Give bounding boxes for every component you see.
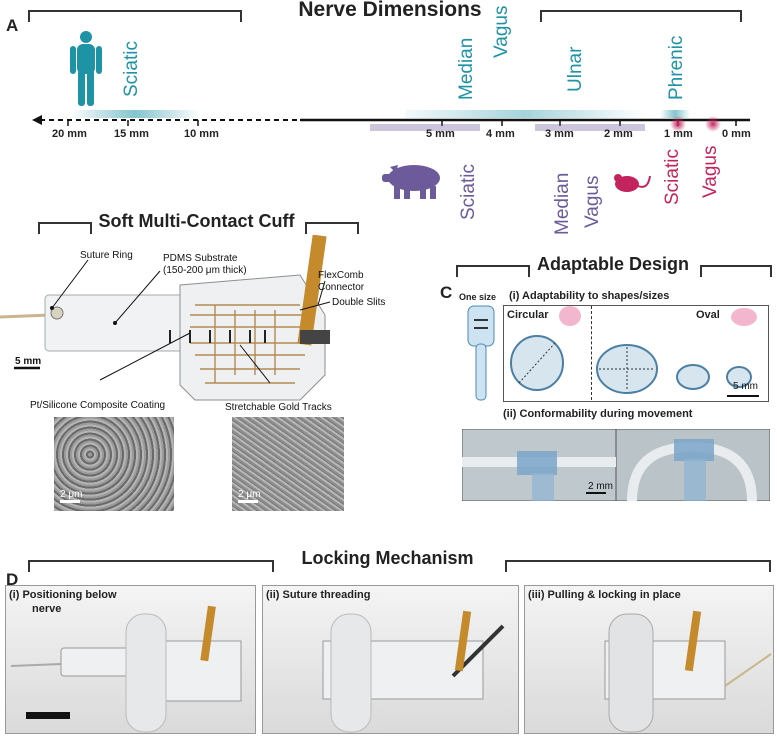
- b-bracket-left: [38, 222, 92, 234]
- movement-photos: [462, 429, 770, 501]
- step-3-drawing: [604, 610, 772, 733]
- adaptability-frame: [503, 305, 769, 402]
- flexcomb-label: FlexComb: [318, 270, 364, 281]
- oval-crosssection-icon: [731, 308, 757, 326]
- human-median-label: Median: [456, 37, 477, 100]
- c-divider: [591, 306, 592, 400]
- cuff-device-photo: [0, 235, 360, 425]
- title-bracket-left: [28, 10, 242, 22]
- step-1-label-2: nerve: [32, 603, 62, 615]
- tick-10mm: 10 mm: [184, 128, 219, 140]
- step-1-drawing: [10, 605, 242, 733]
- human-ulnar-label: Ulnar: [565, 46, 586, 92]
- connector-label: Connector: [318, 282, 365, 293]
- tick-5mm: 5 mm: [426, 128, 455, 140]
- panel-c-letter: C: [440, 283, 453, 302]
- pig-vagus-label: Vagus: [582, 175, 603, 228]
- suture-ring-label: Suture Ring: [80, 250, 133, 261]
- circular-label: Circular: [507, 309, 549, 321]
- shape-adaptation-photos: [510, 335, 759, 397]
- step-1-label: (i) Positioning below: [9, 589, 117, 601]
- pig-silhouette-icon: [382, 165, 440, 199]
- double-slits-label: Double Slits: [332, 297, 386, 308]
- coating-label: Pt/Silicone Composite Coating: [30, 400, 166, 411]
- c-bracket-left: [456, 265, 530, 277]
- human-phrenic-label: Phrenic: [666, 35, 687, 100]
- gold-tracks-label: Stretchable Gold Tracks: [225, 402, 332, 413]
- sem-image-tracks: [232, 417, 344, 511]
- adaptability-label: (i) Adaptability to shapes/sizes: [509, 290, 670, 302]
- nerve-dimensions-title: Nerve Dimensions: [298, 0, 482, 21]
- c-bracket-right: [700, 265, 772, 277]
- tick-20mm: 20 mm: [52, 128, 87, 140]
- dimension-axis: [32, 110, 750, 132]
- adaptable-design-title: Adaptable Design: [536, 254, 690, 274]
- conformability-label: (ii) Conformability during movement: [503, 408, 693, 420]
- d-bracket-left: [28, 560, 274, 572]
- tick-3mm: 3 mm: [545, 128, 574, 140]
- tick-15mm: 15 mm: [114, 128, 149, 140]
- human-silhouette-icon: [70, 31, 102, 106]
- pig-median-label: Median: [552, 172, 573, 235]
- circular-crosssection-icon: [559, 306, 581, 326]
- sem-scalebar-2: [238, 500, 258, 503]
- human-sciatic-label: Sciatic: [121, 41, 142, 97]
- title-bracket-right: [540, 10, 742, 22]
- step-2-drawing: [322, 610, 505, 733]
- locking-mechanism-title: Locking Mechanism: [301, 548, 474, 568]
- pdms-thickness-label: (150-200 μm thick): [163, 265, 247, 276]
- rat-vagus-label: Vagus: [700, 145, 721, 198]
- d-bracket-right: [505, 560, 771, 572]
- c-scale-bottom-label: 2 mm: [588, 481, 613, 492]
- oval-label: Oval: [696, 309, 720, 321]
- pdms-label: PDMS Substrate: [163, 253, 238, 264]
- b-bracket-right: [305, 222, 359, 234]
- rat-sciatic-label: Sciatic: [662, 149, 683, 205]
- sem-image-coating: [54, 417, 174, 511]
- panel-d-letter: D: [6, 570, 19, 589]
- soft-cuff-title: Soft Multi-Contact Cuff: [98, 211, 295, 231]
- c-scale-top-label: 5 mm: [733, 381, 758, 392]
- one-size-cuff-icon: [467, 305, 495, 401]
- tick-1mm: 1 mm: [664, 128, 693, 140]
- sem-scale-2-label: 2 μm: [238, 489, 261, 500]
- locking-step-1-photo: (i) Positioning below nerve: [5, 585, 256, 734]
- sem-scale-1-label: 2 μm: [60, 489, 83, 500]
- step-2-label: (ii) Suture threading: [266, 589, 371, 601]
- one-size-label: One size: [459, 292, 497, 302]
- b-scale-label: 5 mm: [15, 356, 42, 367]
- locking-step-2-photo: (ii) Suture threading: [262, 585, 519, 734]
- locking-step-3-photo: (iii) Pulling & locking in place: [524, 585, 774, 734]
- rat-silhouette-icon: [614, 174, 651, 192]
- tick-0mm: 0 mm: [722, 128, 751, 140]
- step-3-label: (iii) Pulling & locking in place: [528, 589, 681, 601]
- human-vagus-label: Vagus: [491, 5, 512, 58]
- sem-scalebar-1: [60, 500, 80, 503]
- panel-a-letter: A: [6, 16, 19, 35]
- tick-2mm: 2 mm: [604, 128, 633, 140]
- tick-4mm: 4 mm: [486, 128, 515, 140]
- pig-sciatic-label: Sciatic: [458, 164, 479, 220]
